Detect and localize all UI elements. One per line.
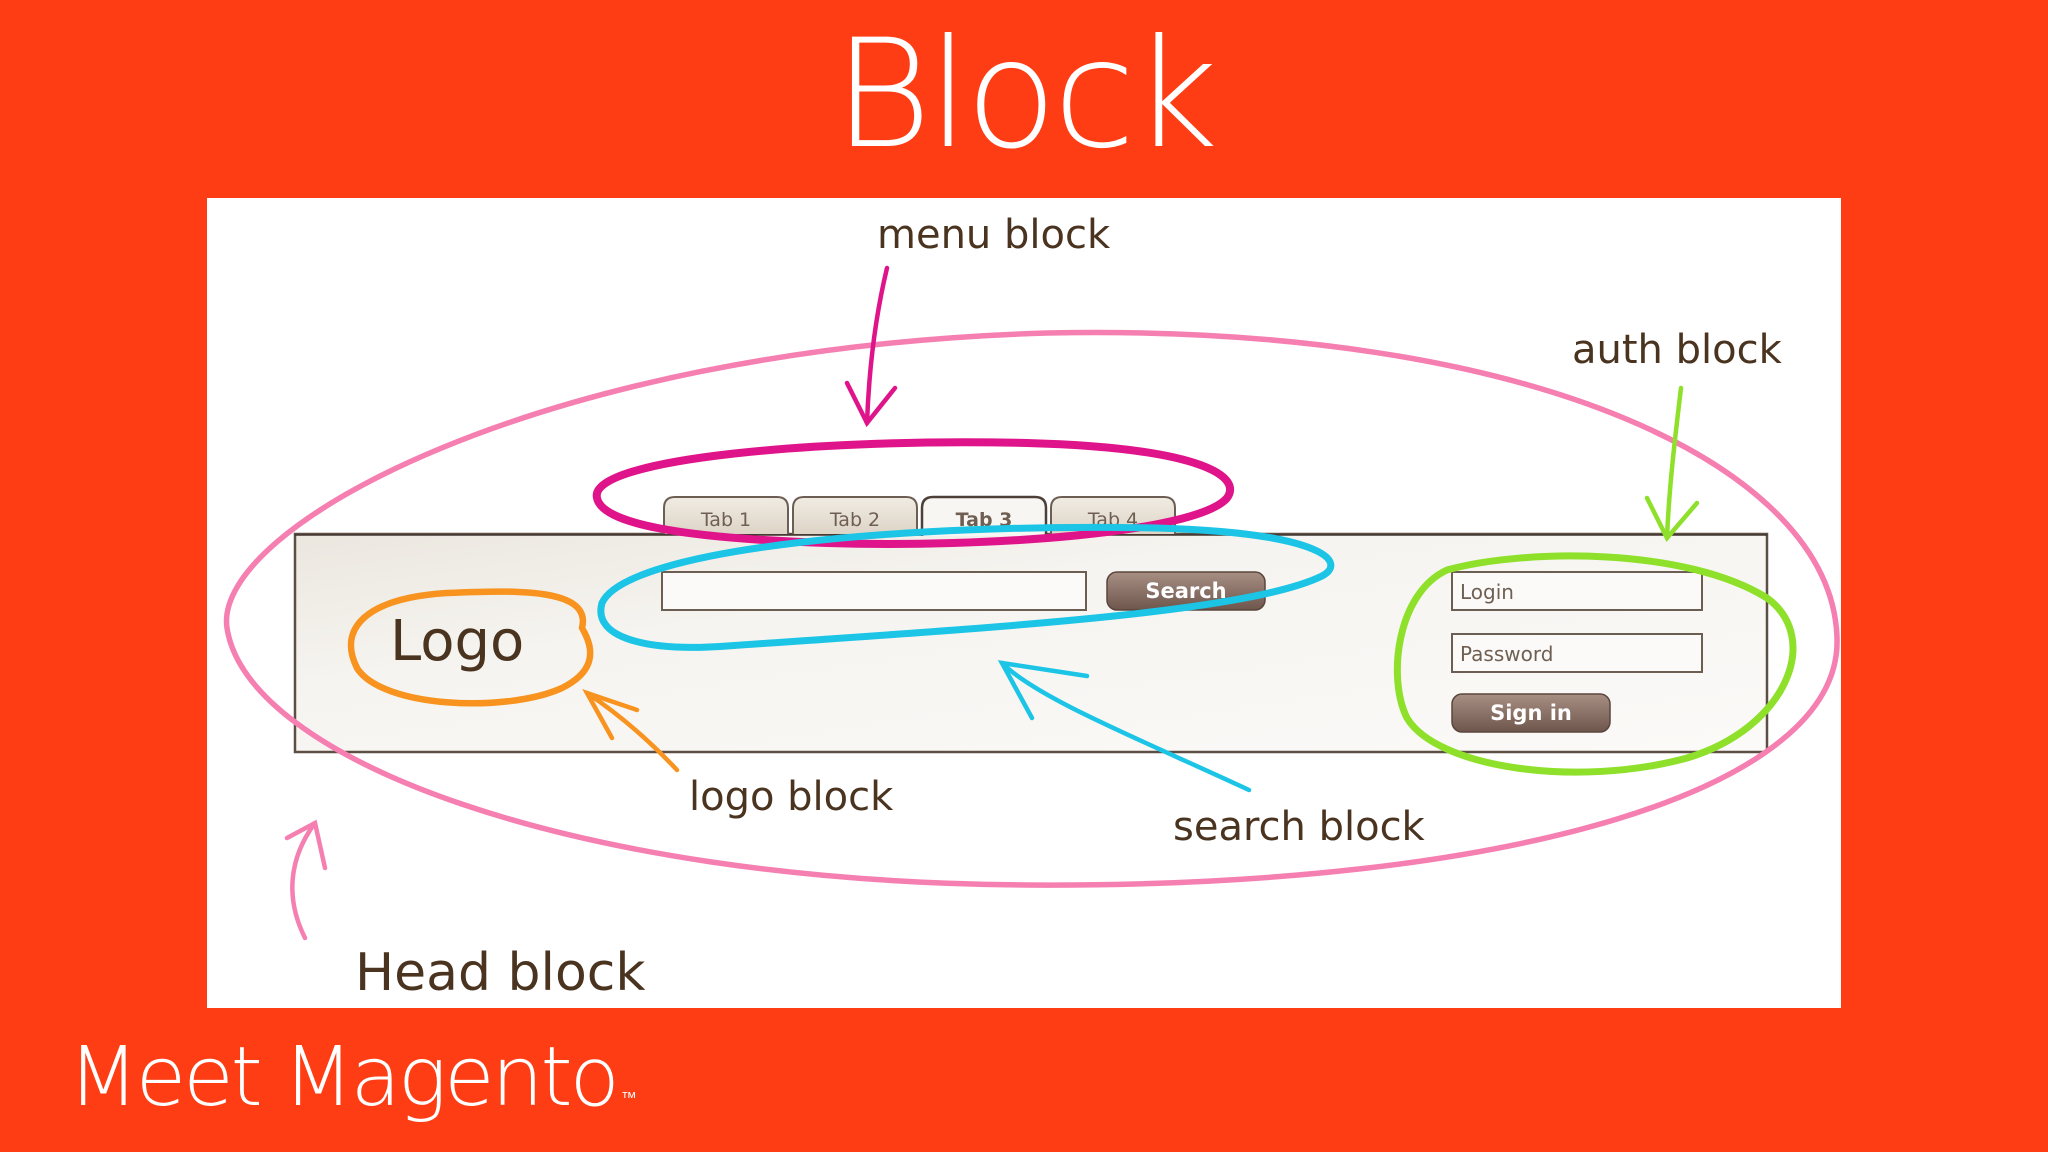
auth-block-label: auth block <box>1572 327 1783 373</box>
tab-1-label: Tab 1 <box>700 509 751 531</box>
logo-block-label: logo block <box>689 774 894 820</box>
sign-in-button-label: Sign in <box>1490 701 1572 725</box>
tab-2-label: Tab 2 <box>829 509 880 531</box>
search-block-arrow <box>997 660 1252 793</box>
tab-2[interactable]: Tab 2 <box>792 496 918 534</box>
tab-1[interactable]: Tab 1 <box>663 496 789 534</box>
brand-name: Meet Magento <box>68 1030 620 1125</box>
password-placeholder: Password <box>1460 642 1553 666</box>
head-block-ring <box>223 329 1840 888</box>
auth-form: Login Password Sign in <box>1451 571 1703 733</box>
logo-text: Logo <box>390 609 524 674</box>
logo-block-arrow <box>582 688 680 773</box>
menu-tabs: Tab 1 Tab 2 Tab 3 Tab 4 <box>663 495 1176 536</box>
diagram-figure: Tab 1 Tab 2 Tab 3 Tab 4 <box>207 198 1841 1008</box>
head-block-label: Head block <box>355 943 645 1003</box>
sign-in-button[interactable]: Sign in <box>1451 693 1611 733</box>
auth-block-arrow <box>1644 385 1700 543</box>
login-placeholder: Login <box>1460 580 1514 604</box>
login-field[interactable]: Login <box>1451 571 1703 611</box>
search-block-ring <box>597 523 1335 651</box>
search-button-label: Search <box>1145 579 1226 603</box>
search-input[interactable] <box>661 571 1087 611</box>
search-form: Search <box>661 571 1266 611</box>
menu-block-arrow <box>844 265 898 428</box>
logo-block-ring <box>347 588 594 707</box>
menu-block-ring <box>592 438 1235 548</box>
search-block-label: search block <box>1173 804 1426 850</box>
auth-block-ring <box>1393 552 1797 776</box>
password-field[interactable]: Password <box>1451 633 1703 673</box>
menu-block-label: menu block <box>877 212 1111 258</box>
slide-title: Block <box>833 8 1218 182</box>
block-diagram: Tab 1 Tab 2 Tab 3 Tab 4 <box>223 212 1840 1003</box>
head-block-arrow <box>284 819 328 941</box>
trademark-mark: ™ <box>620 1088 637 1107</box>
